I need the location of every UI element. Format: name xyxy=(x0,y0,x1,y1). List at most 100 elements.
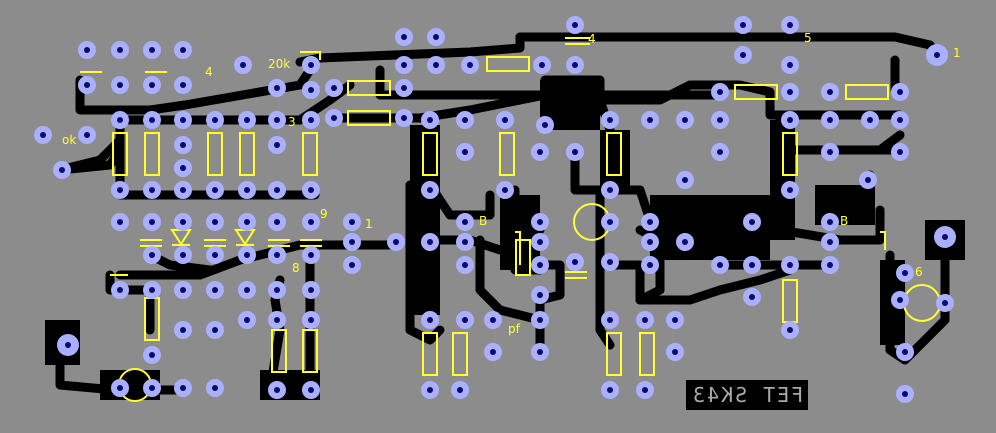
pad xyxy=(734,46,752,64)
pads xyxy=(34,16,956,403)
silkscreen-components xyxy=(80,37,941,402)
pad xyxy=(936,294,954,312)
pad xyxy=(636,311,654,329)
pad xyxy=(234,56,252,74)
pad xyxy=(111,213,129,231)
pad xyxy=(451,381,469,399)
pad xyxy=(456,233,474,251)
pad xyxy=(566,143,584,161)
pad xyxy=(174,281,192,299)
pad xyxy=(206,321,224,339)
pad xyxy=(174,181,192,199)
pad xyxy=(496,111,514,129)
pad xyxy=(302,111,320,129)
pad xyxy=(896,385,914,403)
board-title-text: FET SK43 xyxy=(690,383,804,407)
pad xyxy=(268,246,286,264)
pad xyxy=(174,321,192,339)
pad xyxy=(421,233,439,251)
pad xyxy=(78,126,96,144)
pad xyxy=(676,111,694,129)
pad xyxy=(641,111,659,129)
pad xyxy=(531,256,549,274)
pad xyxy=(111,379,129,397)
pad xyxy=(533,56,551,74)
pad xyxy=(268,311,286,329)
pad xyxy=(743,213,761,231)
pad xyxy=(302,381,320,399)
pad xyxy=(456,311,474,329)
pad xyxy=(111,76,129,94)
pad xyxy=(111,41,129,59)
pad xyxy=(456,256,474,274)
pad xyxy=(302,181,320,199)
pad xyxy=(238,111,256,129)
pad xyxy=(268,136,286,154)
pad xyxy=(143,379,161,397)
pad xyxy=(174,213,192,231)
pad xyxy=(143,346,161,364)
board-title: FET SK43 xyxy=(686,380,808,410)
pad xyxy=(343,233,361,251)
pad xyxy=(268,79,286,97)
pad xyxy=(238,281,256,299)
pad xyxy=(268,381,286,399)
label-3: 3 xyxy=(288,115,296,129)
pad xyxy=(896,264,914,282)
pad xyxy=(531,343,549,361)
label-6: 6 xyxy=(915,265,923,279)
pad xyxy=(531,311,549,329)
pad xyxy=(861,111,879,129)
pad xyxy=(302,246,320,264)
pad xyxy=(206,379,224,397)
pad xyxy=(641,256,659,274)
pad xyxy=(601,181,619,199)
pad xyxy=(536,116,554,134)
pad xyxy=(859,171,877,189)
pad xyxy=(53,161,71,179)
pad xyxy=(395,56,413,74)
pad xyxy=(821,256,839,274)
pad xyxy=(641,213,659,231)
pad xyxy=(143,281,161,299)
pad xyxy=(781,56,799,74)
pad xyxy=(421,381,439,399)
pad xyxy=(343,213,361,231)
pad xyxy=(78,41,96,59)
pad xyxy=(934,226,956,248)
pad xyxy=(601,213,619,231)
pad xyxy=(238,311,256,329)
pad xyxy=(206,181,224,199)
label-b-right: B xyxy=(840,214,849,228)
pad xyxy=(456,143,474,161)
pad xyxy=(421,311,439,329)
pad xyxy=(566,253,584,271)
pad xyxy=(302,311,320,329)
pad xyxy=(601,253,619,271)
pad xyxy=(395,79,413,97)
pad xyxy=(781,321,799,339)
pad xyxy=(268,181,286,199)
pad xyxy=(111,111,129,129)
pad xyxy=(206,246,224,264)
pad xyxy=(566,56,584,74)
pad xyxy=(496,181,514,199)
pad xyxy=(666,311,684,329)
pad xyxy=(601,311,619,329)
pad xyxy=(421,111,439,129)
pad xyxy=(641,233,659,251)
pad xyxy=(427,28,445,46)
pad xyxy=(34,126,52,144)
pad xyxy=(174,159,192,177)
pad xyxy=(387,233,405,251)
label-ok: ok xyxy=(62,133,77,147)
pad xyxy=(111,181,129,199)
pad xyxy=(174,41,192,59)
pad xyxy=(676,171,694,189)
pad xyxy=(896,343,914,361)
label-1-mid: 1 xyxy=(365,217,373,231)
label-9: 9 xyxy=(320,207,328,221)
pad xyxy=(461,56,479,74)
pad xyxy=(302,56,320,74)
